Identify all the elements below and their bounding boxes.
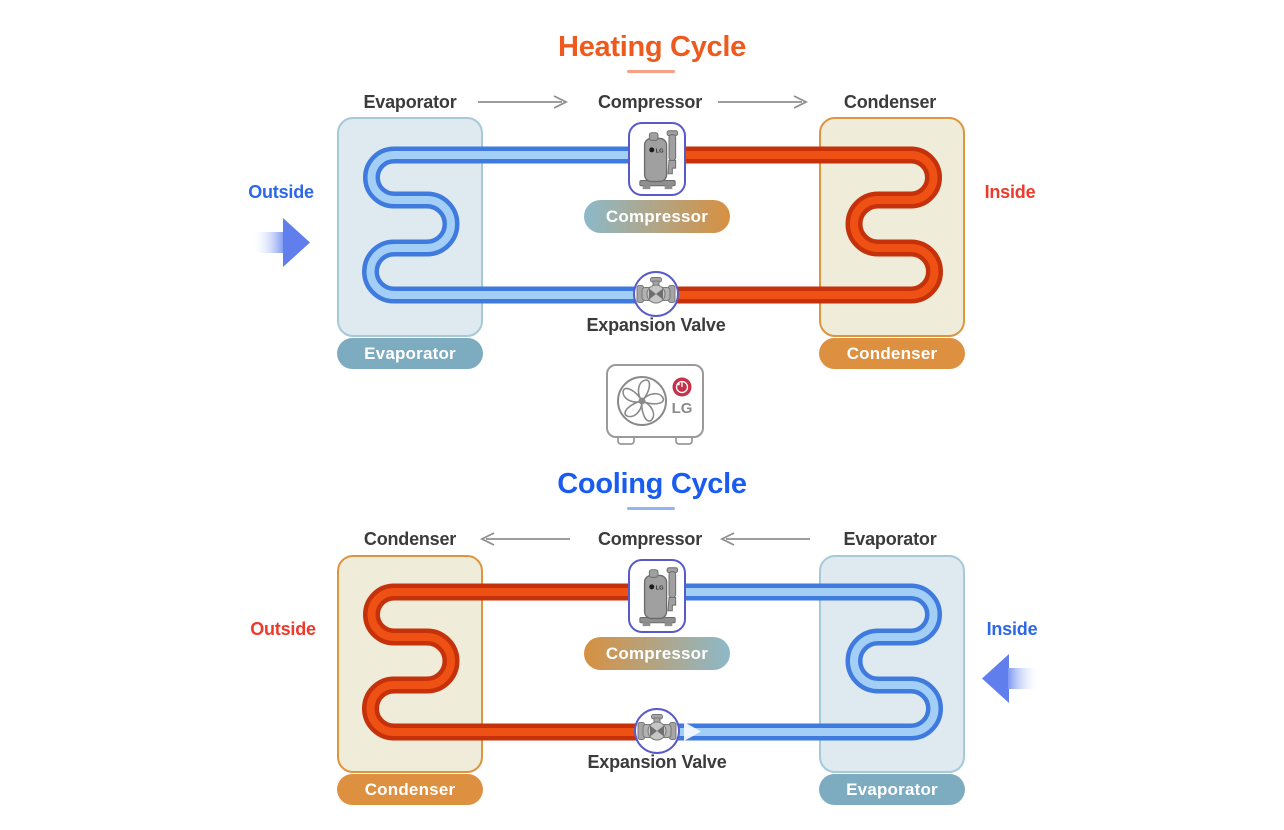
fan-icon — [617, 376, 667, 426]
compressor-icon: LG — [638, 130, 678, 190]
expansion-valve-icon — [637, 714, 677, 741]
heating-title: Heating Cycle — [558, 31, 746, 63]
flow-arrow-left-icon — [719, 532, 810, 546]
heating-title-underline — [627, 70, 675, 73]
svg-text:LG: LG — [655, 585, 663, 591]
heating-flow-label-left: Evaporator — [363, 92, 457, 112]
heating-expansion-valve-device — [633, 271, 679, 317]
heating-condenser-badge: Condenser — [819, 338, 965, 369]
cooling-compressor-device: LG — [628, 559, 686, 633]
cooling-condenser-panel — [337, 555, 483, 773]
heating-evaporator-badge: Evaporator — [337, 338, 483, 369]
cooling-title-underline — [627, 507, 675, 510]
heating-compressor-device: LG — [628, 122, 686, 196]
heating-flow-label-center: Compressor — [597, 92, 703, 112]
flow-arrow-right-icon — [718, 95, 809, 109]
lg-seal-icon — [672, 377, 692, 397]
outdoor-unit: LG — [606, 364, 704, 450]
cooling-flow-label-center: Compressor — [597, 529, 703, 549]
heating-expansion-valve-label: Expansion Valve — [586, 315, 726, 335]
svg-text:LG: LG — [655, 148, 663, 154]
outdoor-unit-icon: LG — [606, 364, 704, 445]
flow-arrow-left-icon — [479, 532, 570, 546]
cooling-condenser-badge: Condenser — [337, 774, 483, 805]
cooling-expansion-valve-label: Expansion Valve — [587, 752, 727, 772]
flow-arrow-right-icon — [478, 95, 569, 109]
expansion-valve-icon — [636, 277, 676, 304]
refrigerant-flow-arrow-icon — [684, 722, 701, 741]
heating-condenser-panel — [819, 117, 965, 337]
cooling-outside-label: Outside — [250, 619, 316, 639]
heating-flow-label-right: Condenser — [843, 92, 937, 112]
cooling-inside-air-arrow-icon — [982, 654, 1040, 703]
cooling-flow-label-right: Evaporator — [843, 529, 937, 549]
cooling-compressor-badge: Compressor — [584, 637, 730, 670]
heating-inside-label: Inside — [984, 182, 1036, 202]
cooling-expansion-valve-device — [634, 708, 680, 754]
cooling-title: Cooling Cycle — [557, 468, 747, 500]
heating-evaporator-panel — [337, 117, 483, 337]
lg-wordmark: LG — [672, 400, 693, 417]
heating-outside-air-arrow-icon — [252, 218, 310, 267]
cooling-flow-label-left: Condenser — [363, 529, 457, 549]
compressor-icon: LG — [638, 567, 678, 627]
cooling-evaporator-panel — [819, 555, 965, 773]
heating-outside-label: Outside — [248, 182, 314, 202]
cooling-inside-label: Inside — [986, 619, 1038, 639]
heating-compressor-badge: Compressor — [584, 200, 730, 233]
cooling-evaporator-badge: Evaporator — [819, 774, 965, 805]
